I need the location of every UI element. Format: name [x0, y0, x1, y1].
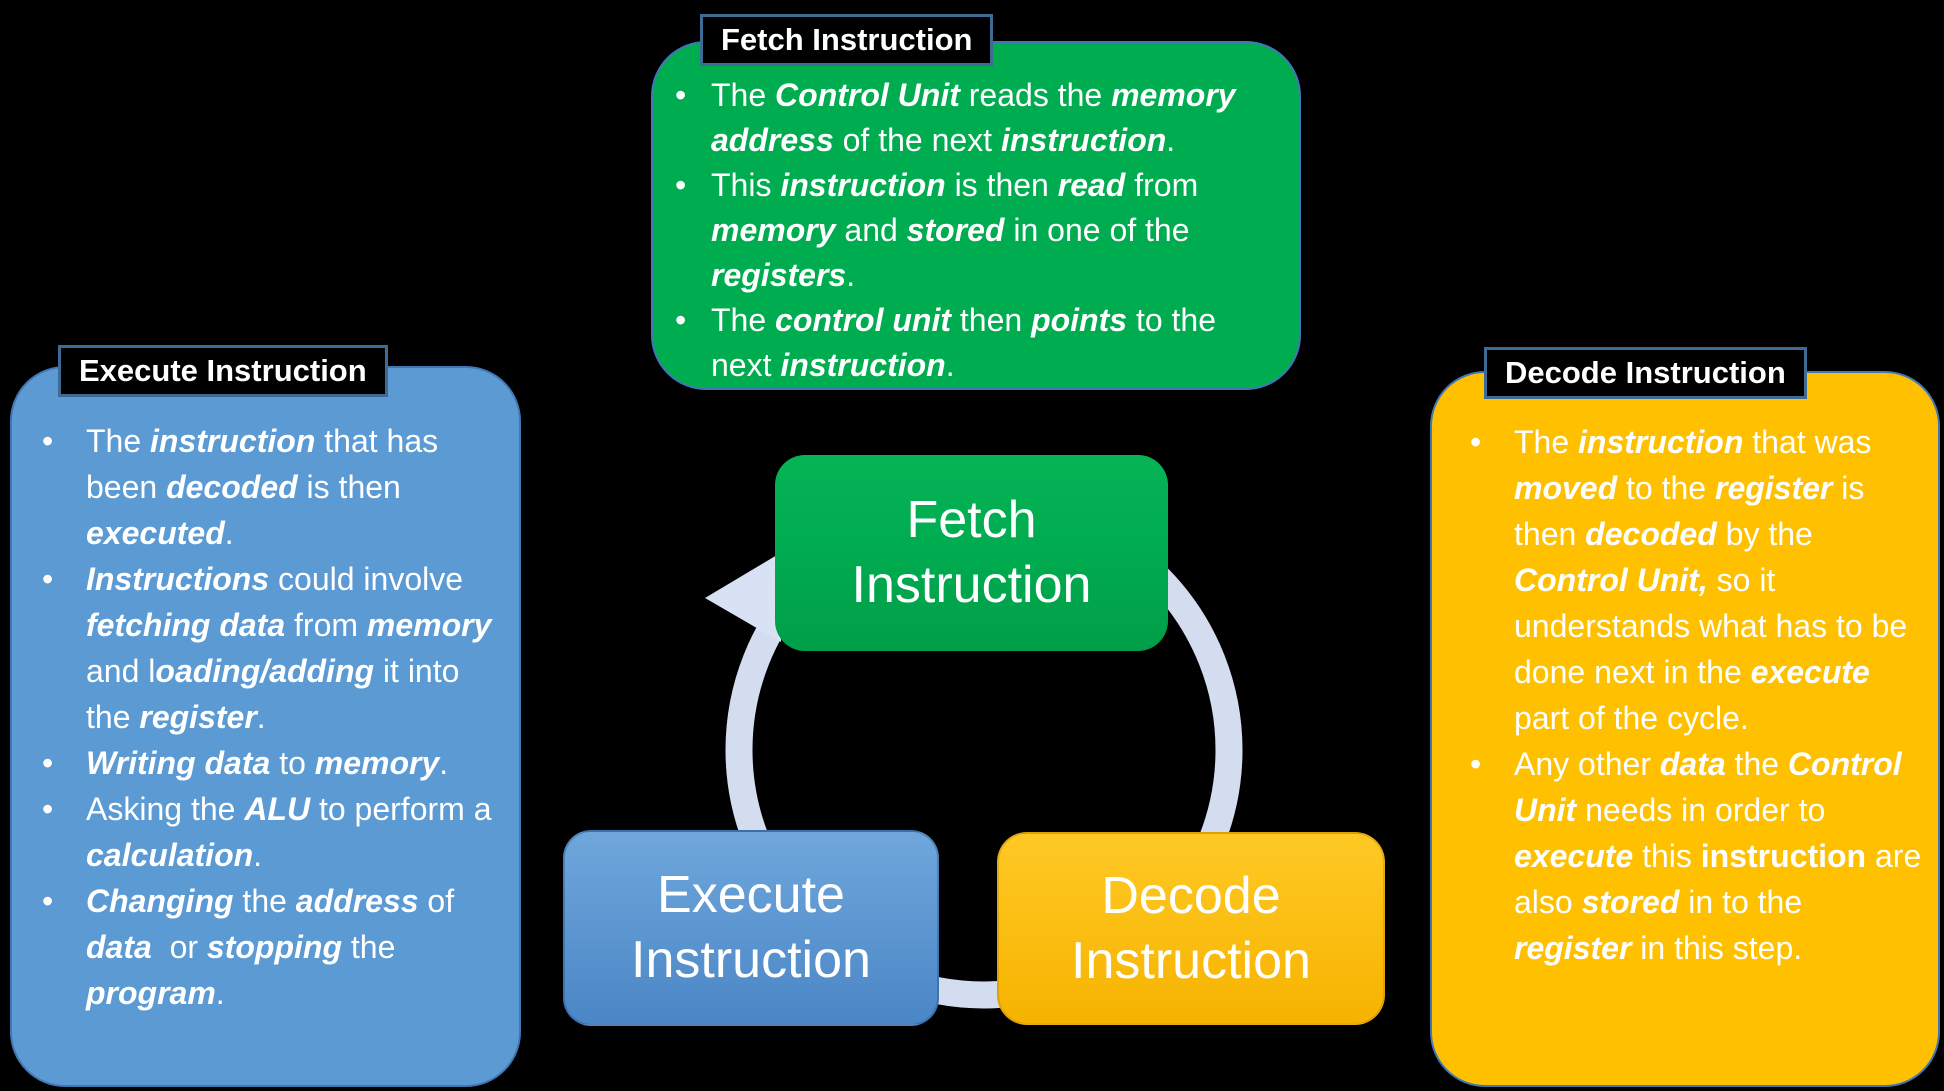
- cycle-node-fetch-label: Fetch Instruction: [851, 491, 1092, 614]
- bullet-text: Asking the ALU to perform a calculation.: [86, 791, 492, 873]
- bullet-marker: •: [675, 77, 687, 113]
- bullet-item: • Instructions could involve fetching dat…: [42, 556, 505, 740]
- bullet-text: The Control Unit reads the memory addres…: [711, 77, 1236, 158]
- bullet-item: • The Control Unit reads the memory addre…: [675, 73, 1263, 163]
- execute-panel: • The instruction that has been decoded i…: [10, 366, 521, 1087]
- bullet-text: Instructions could involve fetching data…: [86, 561, 492, 735]
- bullet-marker: •: [42, 791, 54, 827]
- cycle-node-execute-label: Execute Instruction: [631, 866, 871, 989]
- fetch-panel-title: Fetch Instruction: [700, 14, 994, 66]
- bullet-marker: •: [42, 561, 54, 597]
- bullet-text: The control unit then points to the next…: [711, 302, 1216, 383]
- bullet-marker: •: [42, 423, 54, 459]
- bullet-item: • Asking the ALU to perform a calculation…: [42, 786, 505, 878]
- bullet-item: • The control unit then points to the nex…: [675, 298, 1263, 388]
- bullet-item: • The instruction that was moved to the r…: [1470, 419, 1922, 741]
- bullet-text: The instruction that has been decoded is…: [86, 423, 439, 551]
- bullet-marker: •: [1470, 424, 1482, 460]
- bullet-text: Any other data the Control Unit needs in…: [1514, 746, 1922, 966]
- bullet-marker: •: [675, 167, 687, 203]
- bullet-text: Writing data to memory.: [86, 745, 449, 781]
- bullet-item: • Changing the address of data or stoppin…: [42, 878, 505, 1016]
- bullet-item: • This instruction is then read from memo…: [675, 163, 1263, 298]
- fetch-panel: • The Control Unit reads the memory addre…: [651, 41, 1301, 390]
- bullet-item: • The instruction that has been decoded i…: [42, 418, 505, 556]
- decode-panel-title: Decode Instruction: [1484, 347, 1807, 399]
- bullet-text: This instruction is then read from memor…: [711, 167, 1199, 293]
- cycle-arrowhead-icon: [705, 552, 782, 642]
- cycle-node-decode: Decode Instruction: [997, 832, 1385, 1025]
- execute-panel-title: Execute Instruction: [58, 345, 388, 397]
- bullet-marker: •: [675, 302, 687, 338]
- bullet-marker: •: [42, 745, 54, 781]
- bullet-item: • Writing data to memory.: [42, 740, 505, 786]
- cycle-node-decode-label: Decode Instruction: [1071, 866, 1311, 990]
- cycle-node-execute: Execute Instruction: [563, 830, 939, 1026]
- bullet-marker: •: [1470, 746, 1482, 782]
- bullet-marker: •: [42, 883, 54, 919]
- bullet-item: • Any other data the Control Unit needs i…: [1470, 741, 1922, 971]
- bullet-text: The instruction that was moved to the re…: [1514, 424, 1908, 736]
- bullet-text: Changing the address of data or stopping…: [86, 883, 455, 1011]
- decode-panel: • The instruction that was moved to the r…: [1430, 371, 1940, 1087]
- cycle-node-fetch: Fetch Instruction: [775, 455, 1168, 651]
